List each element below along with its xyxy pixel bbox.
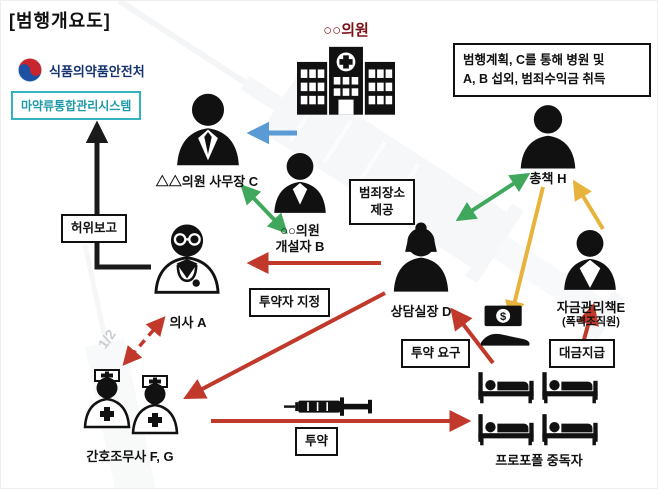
inject-box: 투약 [295,427,339,456]
bed-icon-3 [478,414,534,446]
nurse-g-icon [131,375,179,435]
narcotics-system-box: 마약류통합관리시스템 [11,91,142,120]
person-e-icon [564,229,616,290]
svg-text:$: $ [500,311,507,323]
arrow-e-to-h [572,179,605,231]
crime-place-line1: 범죄장소 [359,186,406,200]
gov-logo-icon [17,57,43,83]
person-b-label-line1: ○○의원 [280,223,320,238]
bed-icon-1 [478,372,534,404]
bed-icon-2 [542,372,598,404]
person-h-icon [520,105,576,169]
person-e-label: 자금관리책E (폭력조직원) [541,300,641,330]
doctor-a-label: 의사 A [169,315,207,330]
person-c-label: △△의원 사무장 C [155,174,259,189]
inject-request-box: 투약 요구 [401,339,471,368]
hospital-name: ○○의원 [323,22,369,39]
person-b-label: ○○의원 개설자 B [257,223,343,256]
person-b-label-line2: 개설자 B [275,239,325,255]
payment-box: 대금지급 [549,339,616,368]
nurse-f-icon [83,369,131,429]
crime-place-box: 범죄장소 제공 [349,179,415,225]
doctor-a-icon [154,224,220,294]
agency-name: 식품의약품안전처 [49,63,145,79]
page-title: [범행개요도] [9,11,111,31]
designate-injectee-box: 투약자 지정 [249,288,330,317]
agency-logo-group: 식품의약품안전처 [17,57,145,83]
crime-plan-line2: A, B 섭외, 범죄수익금 취득 [463,71,606,86]
crime-plan-line1: 범행계획, C를 통해 병원 및 [463,53,605,67]
hospital-building-icon [297,46,395,115]
bed-icon-4 [542,414,598,446]
nurses-fg-label: 간호조무사 F, G [86,449,174,464]
person-h-label: 총책 H [529,171,567,186]
false-report-box: 허위보고 [61,214,128,243]
syringe-icon [284,397,372,416]
person-d-label: 상담실장 D [390,304,452,319]
person-c-icon [177,93,239,166]
person-d-icon [393,222,449,292]
watermark-ruler-text: 1/2 [94,326,119,352]
crime-plan-note: 범행계획, C를 통해 병원 및 A, B 섭외, 범죄수익금 취득 [453,43,651,97]
person-b-icon [274,153,326,213]
person-e-label-line2: (폭력조직원) [562,316,620,329]
money-hand-icon: $ [480,305,530,346]
crime-place-line2: 제공 [370,202,394,217]
arrow-h-to-money [505,186,545,321]
person-e-label-line1: 자금관리책E [556,300,626,315]
addicts-label: 프로포폴 중독자 [495,453,583,468]
